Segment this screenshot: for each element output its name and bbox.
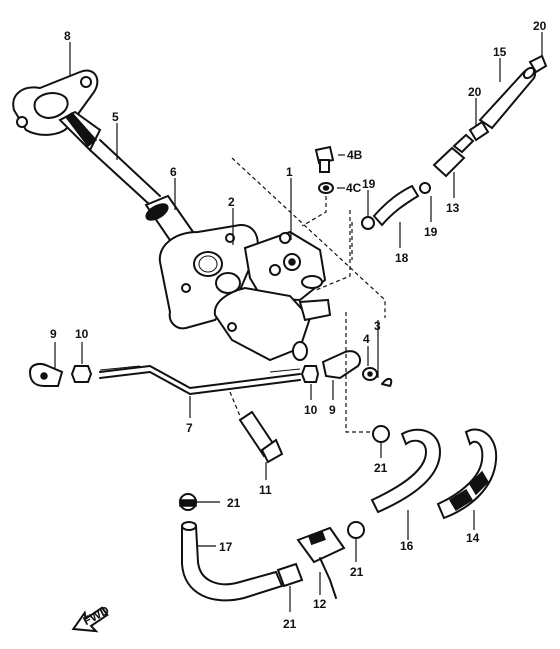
callout-9-right: 9 [329,403,336,417]
callout-17: 17 [219,540,233,554]
fwd-label: FWD [81,603,112,628]
callout-8: 8 [64,29,71,43]
leader-lines [54,32,543,612]
callout-9-left: 9 [50,327,57,341]
callout-14: 14 [466,531,480,545]
callout-3: 3 [374,319,381,333]
part-9-left [28,363,64,387]
callout-11: 11 [259,483,272,497]
part-4-washer [362,367,378,381]
part-4b-bolt [314,145,335,173]
callout-labels: 8 5 6 2 1 4B 4C 19 18 19 13 20 15 20 3 4… [50,19,547,631]
callout-4b: 4B [347,148,363,162]
part-5-shaft [58,110,161,206]
part-21-clip-top [372,425,390,443]
fwd-arrow-icon: FWD [71,603,112,633]
part-14-hose [436,428,498,520]
callout-16: 16 [400,539,414,553]
part-12-fuel-cock [296,526,346,599]
callout-21-mid: 21 [350,565,364,579]
callout-12: 12 [313,597,327,611]
callout-10-right: 10 [304,403,318,417]
callout-19-right: 19 [424,225,438,239]
part-3-pin [381,378,393,387]
callout-5: 5 [112,110,119,124]
callout-20-upper: 20 [533,19,547,33]
part-4c-washer [318,182,334,194]
part-15-hose [478,66,536,130]
part-19-clip-right [419,182,431,194]
part-10-right-nut [300,365,320,383]
callout-1: 1 [286,165,293,179]
callout-6: 6 [170,165,177,179]
part-18-hose [372,184,420,227]
part-7-rod [99,365,301,395]
callout-15: 15 [493,45,507,59]
part-19-clip-left [361,216,375,230]
callout-13: 13 [446,201,460,215]
callout-4c: 4C [346,181,362,195]
callout-4: 4 [363,332,370,346]
callout-21-top: 21 [374,461,388,475]
part-16-hose [370,428,442,514]
callout-19-left: 19 [362,177,376,191]
callout-2: 2 [228,195,235,209]
part-11-bolt [238,410,284,464]
part-20-clip-lower [468,120,490,142]
callout-18: 18 [395,251,409,265]
part-9-right [321,350,362,380]
callout-10-left: 10 [75,327,89,341]
part-21-clip-left [179,493,197,511]
part-21-clip-bottom [276,562,304,588]
part-17-hose [181,521,284,602]
oil-pump-body [158,223,332,362]
part-10-left-nut [70,365,93,383]
part-8-plate [12,69,99,136]
callout-20-lower: 20 [468,85,482,99]
callout-7: 7 [186,421,193,435]
part-13-filter [432,133,475,178]
part-21-clip-mid [347,521,365,539]
part-20-clip-upper [528,54,548,74]
callout-21-bottom: 21 [283,617,297,631]
callout-21-left: 21 [227,496,241,510]
